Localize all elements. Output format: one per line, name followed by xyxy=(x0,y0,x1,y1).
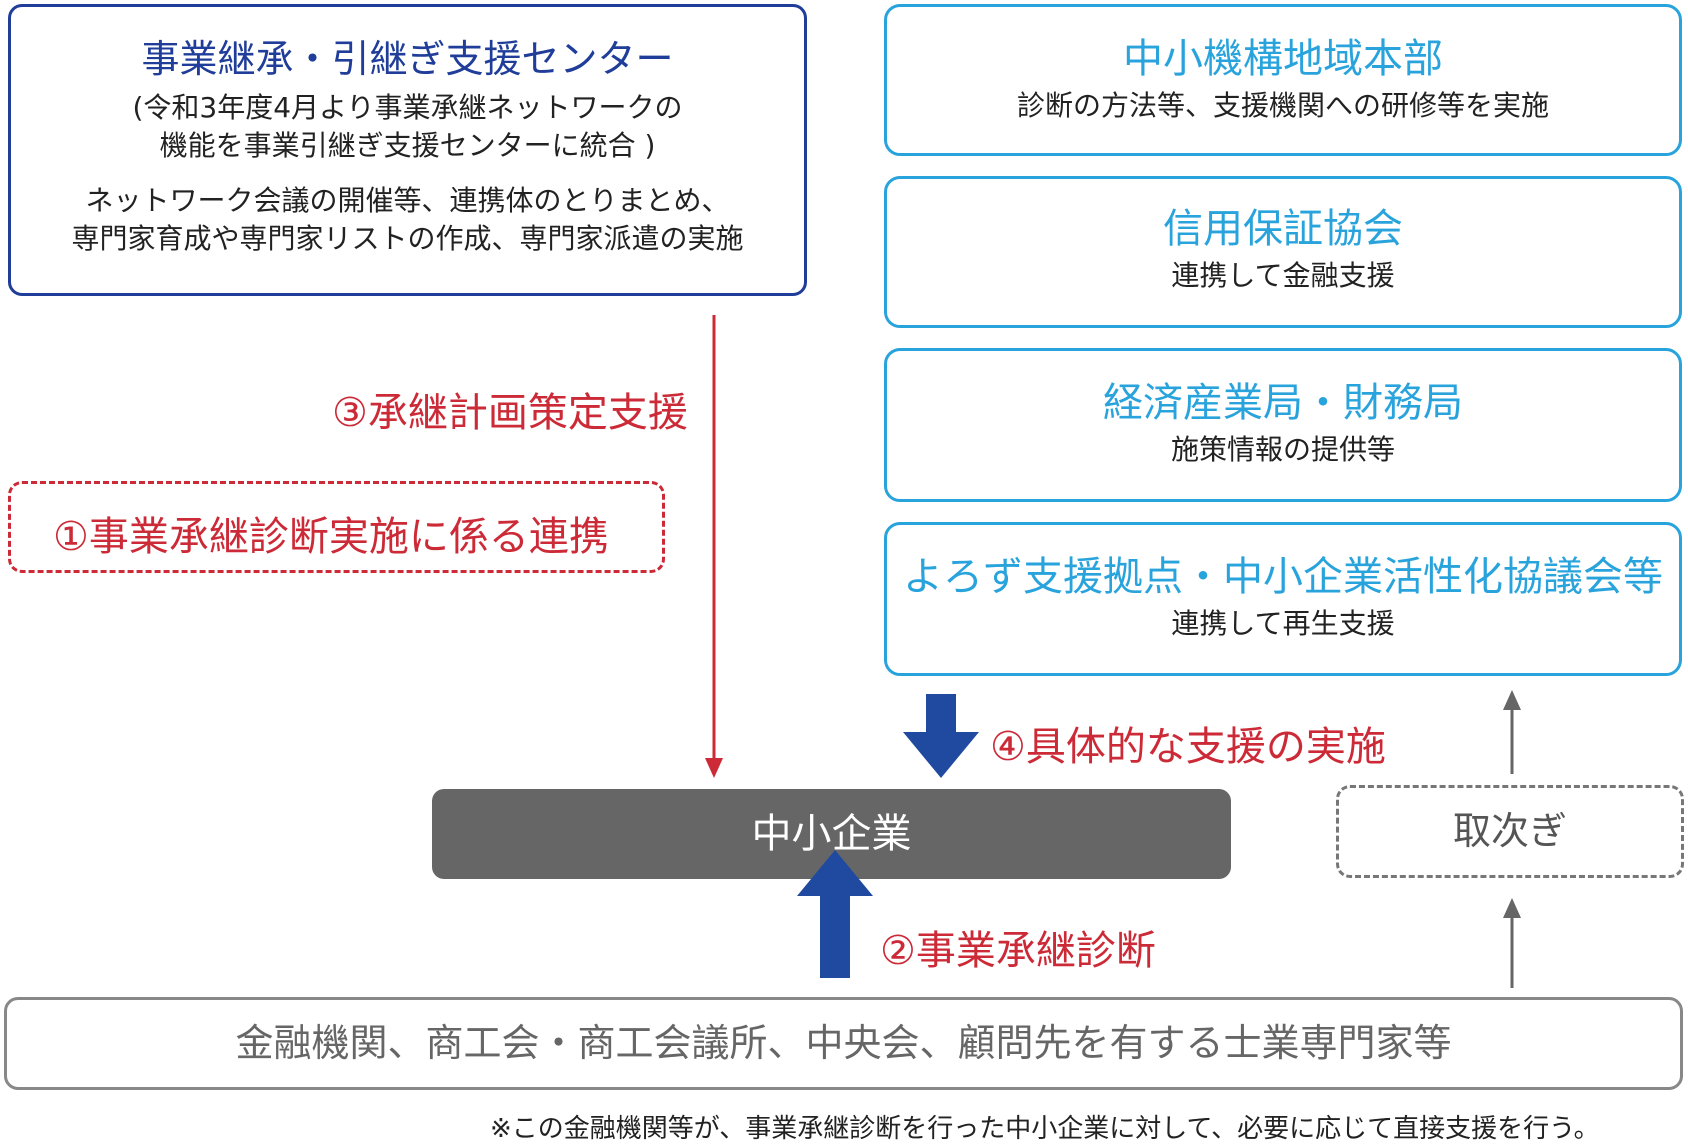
partner-box-meti-bureau: 経済産業局・財務局 施策情報の提供等 xyxy=(884,348,1682,502)
institutions-label: 金融機関、商工会・商工会議所、中央会、顧問先を有する士業専門家等 xyxy=(235,1021,1452,1065)
partner-desc: 連携して金融支援 xyxy=(1171,259,1395,292)
relay-label: 取次ぎ xyxy=(1452,809,1567,853)
step3-label: ③承継計画策定支援 xyxy=(332,390,688,436)
partner-desc: 連携して再生支援 xyxy=(1171,607,1395,640)
blue-arrow-down-icon xyxy=(903,694,979,778)
blue-arrow-up-icon xyxy=(797,850,873,978)
partner-title: 信用保証協会 xyxy=(1163,206,1403,252)
sme-company-label: 中小企業 xyxy=(751,811,912,857)
institutions-box: 金融機関、商工会・商工会議所、中央会、顧問先を有する士業専門家等 xyxy=(4,997,1683,1090)
partner-box-credit-guarantee: 信用保証協会 連携して金融支援 xyxy=(884,176,1682,328)
relay-box: 取次ぎ xyxy=(1336,785,1684,878)
partner-title: よろず支援拠点・中小企業活性化協議会等 xyxy=(903,554,1663,600)
gray-arrow-up-icon-upper xyxy=(1503,690,1521,774)
step1-box: ①事業承継診断実施に係る連携 xyxy=(8,481,665,573)
support-center-title: 事業継承・引継ぎ支援センター xyxy=(141,37,674,81)
partner-desc: 診断の方法等、支援機関への研修等を実施 xyxy=(1016,89,1549,122)
support-center-note-2: 機能を事業引継ぎ支援センターに統合 ) xyxy=(159,129,656,163)
support-center-box: 事業継承・引継ぎ支援センター (令和3年度4月より事業承継ネットワークの 機能を… xyxy=(8,4,807,296)
step4-label: ④具体的な支援の実施 xyxy=(990,724,1386,770)
partner-box-yorozu: よろず支援拠点・中小企業活性化協議会等 連携して再生支援 xyxy=(884,522,1682,676)
support-center-desc-2: 専門家育成や専門家リストの作成、専門家派遣の実施 xyxy=(71,222,744,256)
partner-title: 経済産業局・財務局 xyxy=(1103,380,1463,426)
gray-arrow-up-icon-lower xyxy=(1503,898,1521,988)
step1-label: ①事業承継診断実施に係る連携 xyxy=(53,514,609,560)
support-center-desc-1: ネットワーク会議の開催等、連携体のとりまとめ、 xyxy=(85,183,730,217)
step2-label: ②事業承継診断 xyxy=(880,928,1156,974)
support-center-note-1: (令和3年度4月より事業承継ネットワークの xyxy=(132,90,683,124)
partner-desc: 施策情報の提供等 xyxy=(1170,433,1395,466)
partner-box-smrj: 中小機構地域本部 診断の方法等、支援機関への研修等を実施 xyxy=(884,4,1682,156)
red-arrow-center-to-company xyxy=(705,315,723,778)
partner-title: 中小機構地域本部 xyxy=(1123,36,1443,82)
